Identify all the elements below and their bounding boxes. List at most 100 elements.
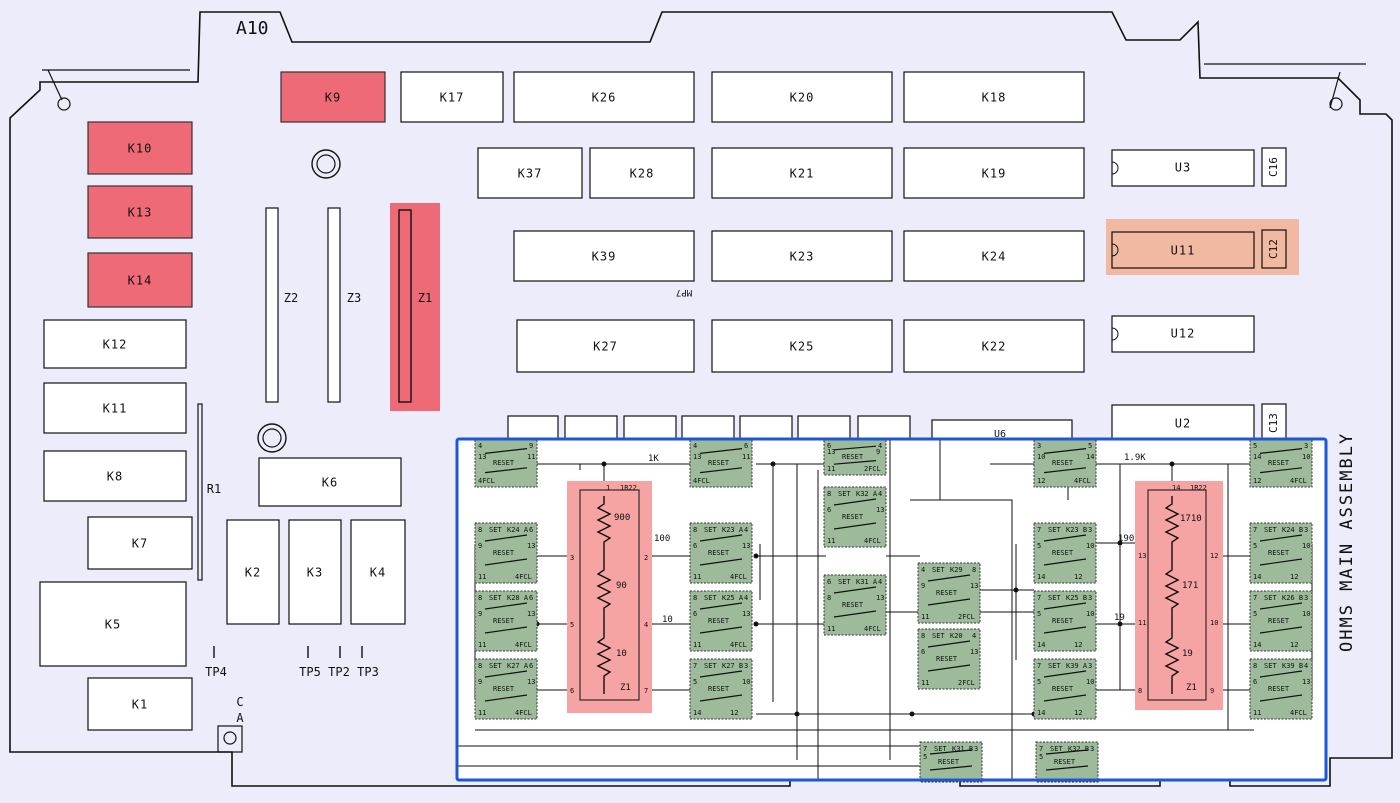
relay-k5[interactable]: K5 bbox=[39, 581, 187, 667]
z1-body bbox=[398, 209, 412, 403]
relay-pin: 4FCL bbox=[730, 573, 747, 581]
relay-pin: 7 bbox=[1253, 526, 1257, 534]
relay-k39[interactable]: K39 bbox=[513, 230, 695, 282]
cap-c12[interactable]: C12 bbox=[1261, 229, 1287, 269]
rnr-pin-10: 10 bbox=[1210, 619, 1218, 627]
junction-dot-10 bbox=[1117, 621, 1123, 627]
relay-contact bbox=[833, 445, 877, 465]
relay-contact bbox=[927, 574, 971, 606]
relay-contact bbox=[699, 670, 743, 702]
relay-k13[interactable]: K13 bbox=[87, 185, 193, 239]
relay-k14[interactable]: K14 bbox=[87, 252, 193, 308]
mount-hole-left bbox=[57, 97, 71, 111]
ic-u2[interactable]: U2 bbox=[1111, 404, 1255, 442]
relay-name: K32 A bbox=[856, 490, 878, 498]
relay-pin: 9 bbox=[529, 442, 533, 450]
relay-pin: 4FCL bbox=[730, 641, 747, 649]
relay-k22[interactable]: K22 bbox=[903, 319, 1085, 373]
relay-contact bbox=[699, 602, 743, 634]
rnl-value-10: 10 bbox=[616, 649, 627, 659]
relay-contact bbox=[927, 640, 971, 672]
relay-k28[interactable]: K28 bbox=[589, 147, 695, 199]
tp5-label: TP5 bbox=[299, 665, 321, 679]
relay-k9[interactable]: K9 bbox=[280, 71, 386, 123]
ic-u11[interactable]: U11 bbox=[1111, 231, 1255, 269]
relay-k6[interactable]: K6 bbox=[258, 457, 402, 507]
relay-k10[interactable]: K10 bbox=[87, 121, 193, 175]
relay-k11[interactable]: K11 bbox=[43, 382, 187, 434]
relay-name: K32 B bbox=[1068, 745, 1089, 753]
relay-pin: 12 bbox=[730, 709, 738, 717]
relay-k8[interactable]: K8 bbox=[43, 450, 187, 502]
relay-reset-label: RESET bbox=[1268, 617, 1290, 625]
relay-pin: 4FCL bbox=[864, 537, 881, 545]
tp4-label: TP4 bbox=[205, 665, 227, 679]
relay-reset-label: RESET bbox=[842, 453, 864, 461]
relay-k1[interactable]: K1 bbox=[87, 677, 193, 731]
relay-k20[interactable]: K20 bbox=[711, 71, 893, 123]
relay-pin: 5 bbox=[1037, 678, 1041, 686]
relay-k24[interactable]: K24 bbox=[903, 230, 1085, 282]
relay-k12[interactable]: K12 bbox=[43, 319, 187, 369]
relay-k2[interactable]: K2 bbox=[226, 519, 280, 625]
relay-k7[interactable]: K7 bbox=[87, 516, 193, 570]
relay-k18[interactable]: K18 bbox=[903, 71, 1085, 123]
relay-k19[interactable]: K19 bbox=[903, 147, 1085, 199]
rnr-value-171: 171 bbox=[1182, 581, 1198, 591]
relay-k21[interactable]: K21 bbox=[711, 147, 893, 199]
tp3-label: TP3 bbox=[357, 665, 379, 679]
relay-set-label: SET bbox=[932, 632, 945, 640]
relay-pin: 6 bbox=[529, 662, 533, 670]
relay-k17[interactable]: K17 bbox=[400, 71, 504, 123]
cap-c13[interactable]: C13 bbox=[1261, 403, 1287, 443]
ic-u12[interactable]: U12 bbox=[1111, 315, 1255, 353]
relay-k23[interactable]: K23 bbox=[711, 230, 893, 282]
relay-pin: 11 bbox=[1253, 709, 1261, 717]
relay-pin: 11 bbox=[827, 537, 835, 545]
relay-k37[interactable]: K37 bbox=[477, 147, 583, 199]
junction-dot-7 bbox=[794, 711, 800, 717]
relay-k4[interactable]: K4 bbox=[350, 519, 406, 625]
relay-reset-label: RESET bbox=[708, 685, 730, 693]
relay-k26[interactable]: K26 bbox=[513, 71, 695, 123]
relay-name: K29 bbox=[950, 566, 963, 574]
relay-k27[interactable]: K27 bbox=[516, 319, 695, 373]
junction-dot-2 bbox=[770, 461, 776, 467]
relay-pin: 6 bbox=[827, 442, 831, 450]
cap-c16[interactable]: C16 bbox=[1261, 147, 1287, 187]
relay-pin: 11 bbox=[921, 679, 929, 687]
k37-label: K37 bbox=[518, 167, 543, 181]
relay-k25[interactable]: K25 bbox=[711, 319, 893, 373]
relay-reset-label: RESET bbox=[493, 549, 515, 557]
relay-reset-label: RESET bbox=[708, 459, 730, 467]
relay-pin: 3 bbox=[1088, 526, 1092, 534]
rnr-ref: Z1 bbox=[1186, 683, 1197, 693]
ic-u3[interactable]: U3 bbox=[1111, 149, 1255, 187]
relay-k3[interactable]: K3 bbox=[288, 519, 342, 625]
c13-label: C13 bbox=[1267, 413, 1280, 433]
